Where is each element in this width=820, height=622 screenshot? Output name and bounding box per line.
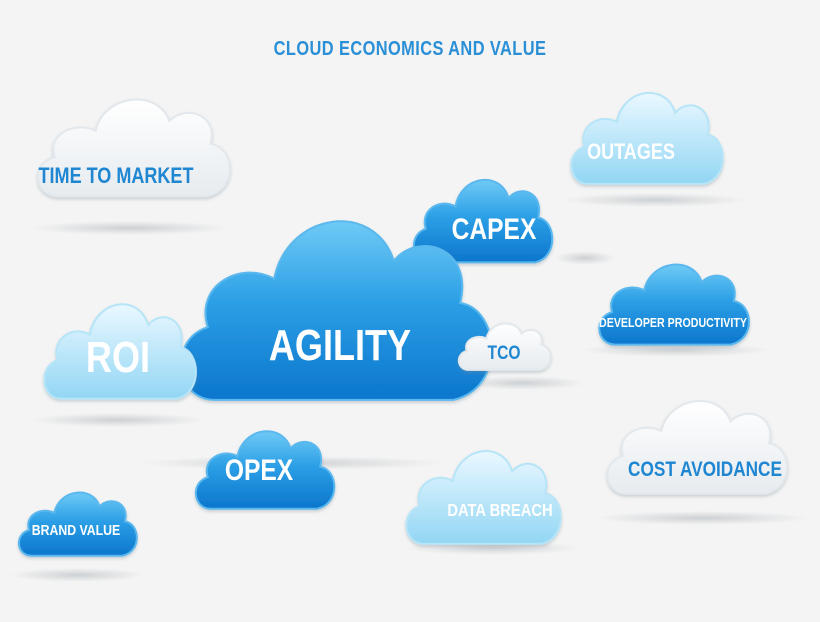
cloud-label-opex: OPEX	[225, 453, 294, 487]
cloud-shape	[598, 263, 750, 346]
cloud-outages: OUTAGES	[570, 91, 724, 185]
cloud-shape	[18, 491, 138, 557]
cloud-shadow	[595, 511, 810, 525]
cloud-agility: AGILITY	[180, 220, 493, 401]
cloud-shadow	[562, 193, 747, 207]
cloud-shape	[405, 450, 562, 545]
cloud-brand-value: BRAND VALUE	[18, 491, 138, 557]
cloud-shadow	[460, 376, 585, 390]
cloud-label-roi: ROI	[86, 333, 150, 382]
cloud-label-brand-value: BRAND VALUE	[32, 522, 121, 538]
cloud-time-to-market: TIME TO MARKET	[37, 98, 231, 198]
cloud-shape	[412, 178, 554, 264]
cloud-shadow	[10, 568, 145, 582]
cloud-roi: ROI	[43, 303, 197, 400]
cloud-shape	[43, 303, 197, 400]
cloud-label-cost-avoidance: COST AVOIDANCE	[628, 459, 782, 482]
cloud-shadow	[555, 251, 615, 265]
cloud-label-capex: CAPEX	[452, 212, 537, 246]
cloud-tco: TCO	[457, 322, 552, 371]
cloud-shadow	[30, 221, 230, 235]
cloud-data-breach: DATA BREACH	[405, 450, 562, 545]
cloud-shape	[570, 91, 724, 185]
cloud-label-data-breach: DATA BREACH	[447, 501, 552, 521]
cloud-label-agility: AGILITY	[269, 321, 411, 370]
cloud-shape	[180, 220, 493, 401]
cloud-opex: OPEX	[194, 430, 336, 510]
cloud-label-tco: TCO	[488, 342, 521, 364]
cloud-shape	[457, 322, 552, 371]
cloud-shadow	[580, 343, 770, 357]
cloud-capex: CAPEX	[412, 178, 554, 264]
cloud-shape	[606, 400, 789, 495]
cloud-label-developer-productivity: DEVELOPER PRODUCTIVITY	[599, 315, 747, 330]
cloud-label-outages: OUTAGES	[587, 140, 675, 164]
cloud-label-time-to-market: TIME TO MARKET	[39, 164, 195, 188]
cloud-shape	[194, 430, 336, 510]
cloud-cost-avoidance: COST AVOIDANCE	[606, 400, 789, 495]
cloud-developer-productivity: DEVELOPER PRODUCTIVITY	[598, 263, 750, 346]
cloud-shape	[37, 98, 231, 198]
cloud-shadow	[30, 413, 205, 427]
page-title: CLOUD ECONOMICS AND VALUE	[273, 38, 547, 60]
